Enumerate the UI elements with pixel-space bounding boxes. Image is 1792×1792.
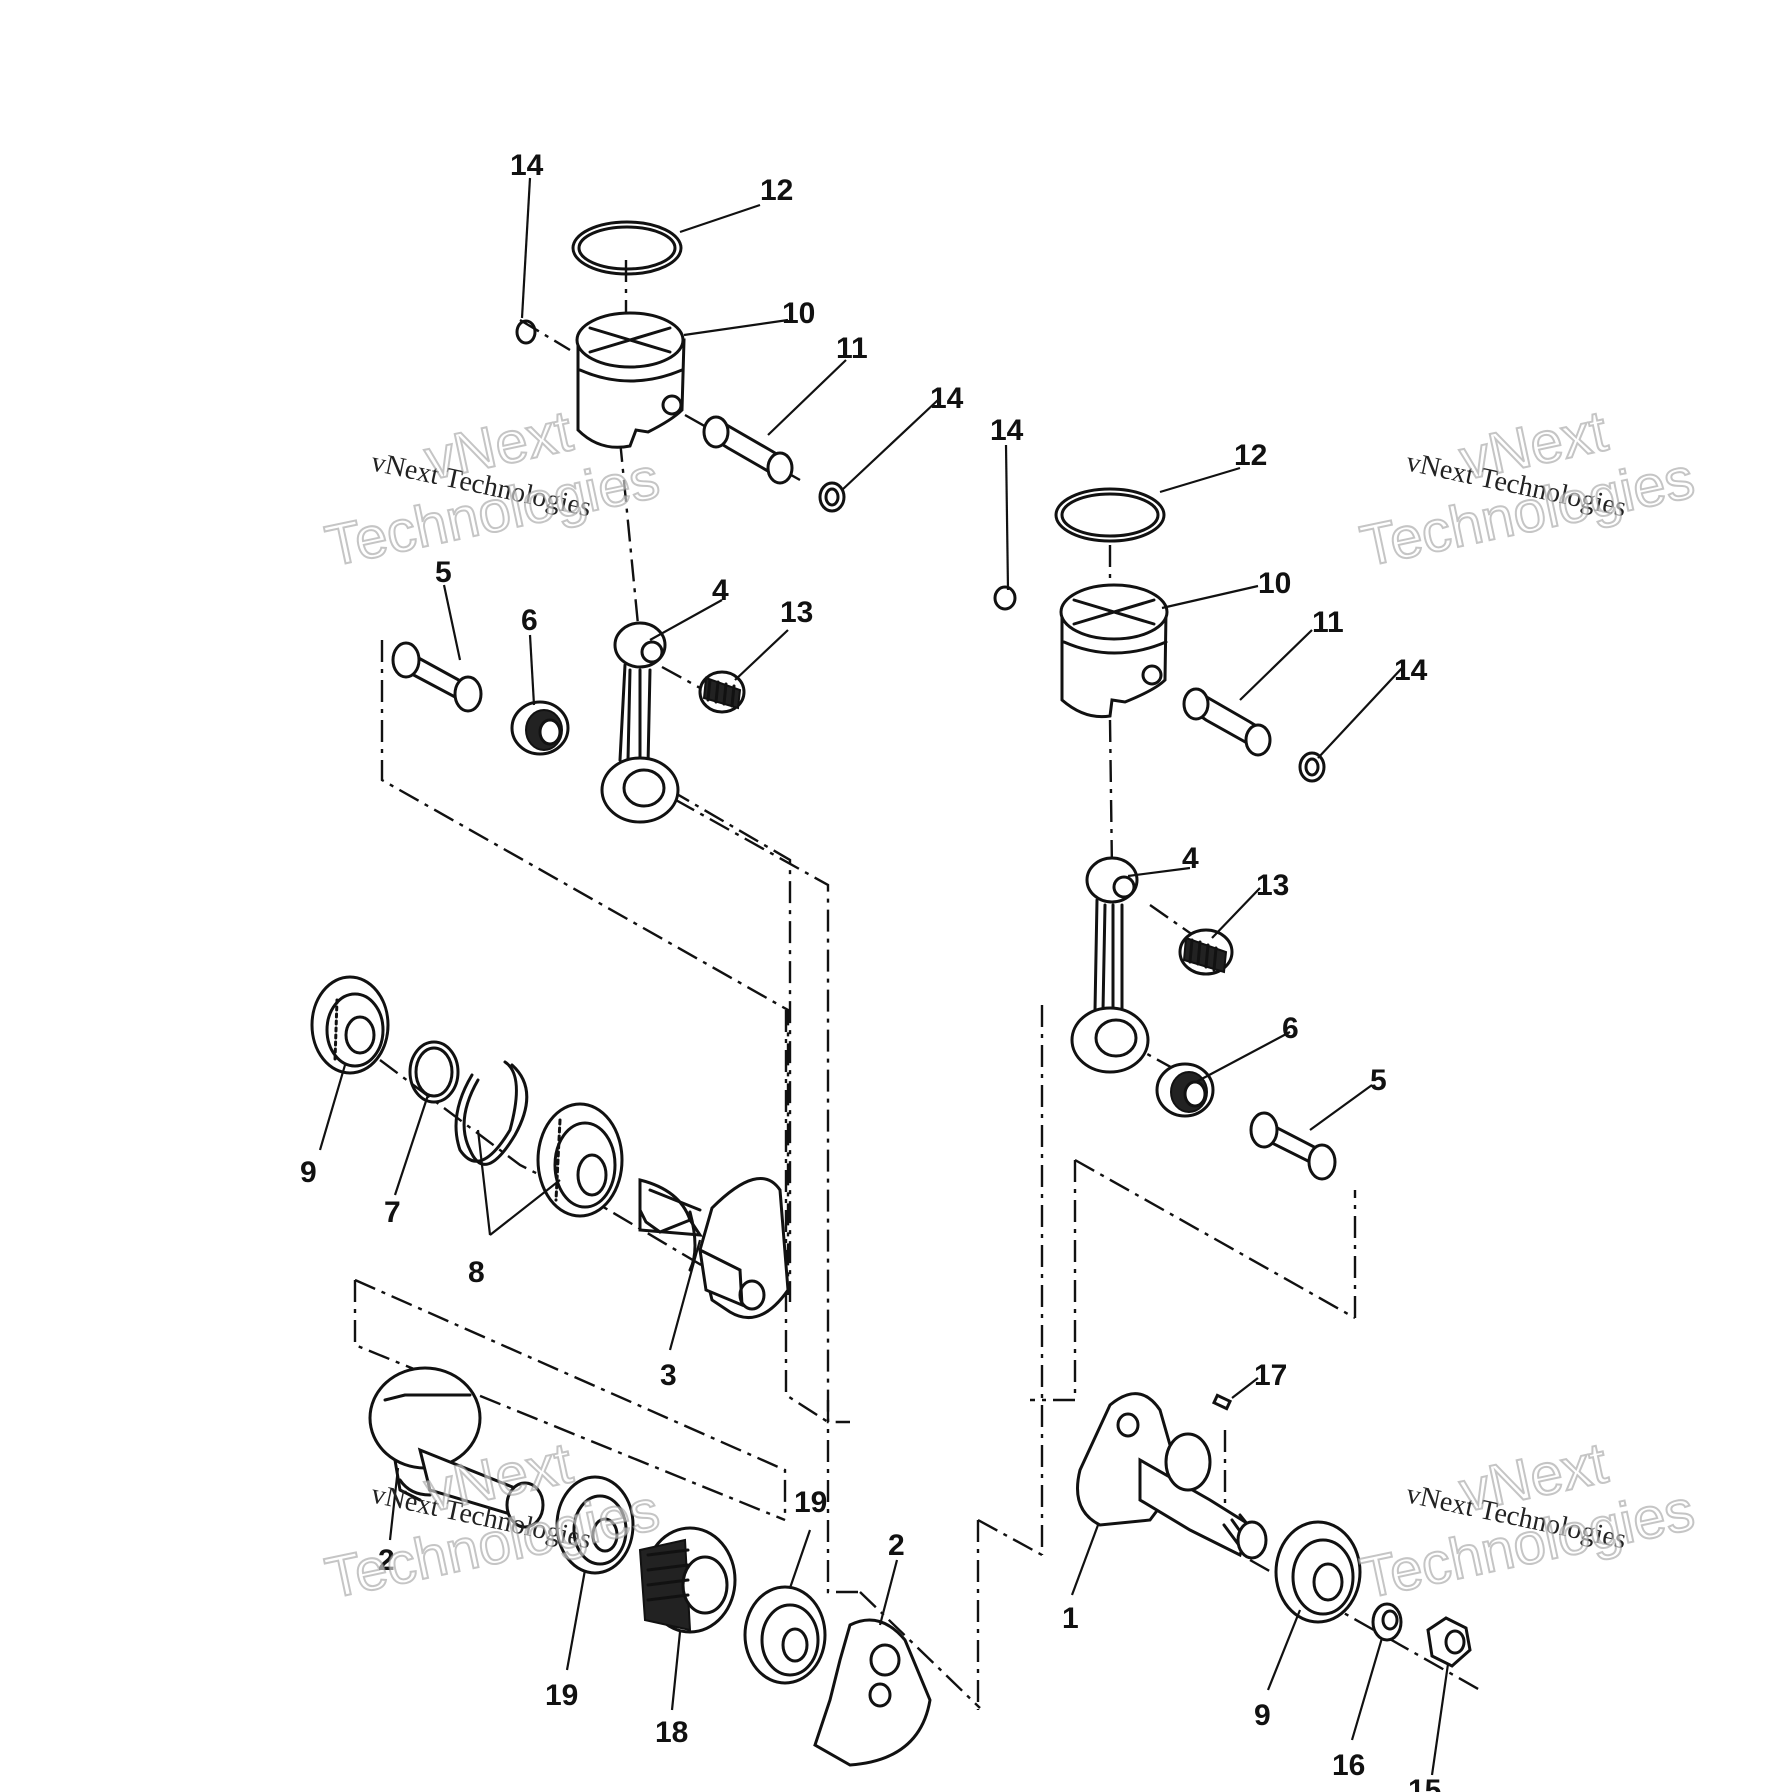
callout-4: 4 <box>1182 842 1199 875</box>
callout-3: 3 <box>660 1359 677 1392</box>
callout-12: 12 <box>1234 439 1267 472</box>
left-connecting-rod <box>600 621 680 824</box>
crank-pin <box>1249 1111 1337 1181</box>
callout-14: 14 <box>1394 654 1428 687</box>
crank-seal <box>638 1526 737 1634</box>
left-crank-bearing-set <box>310 975 624 1218</box>
callout-10: 10 <box>782 297 815 330</box>
left-crank-web <box>638 1176 790 1320</box>
callout-6: 6 <box>1282 1012 1299 1045</box>
right-connecting-rod <box>1070 856 1150 1074</box>
left-crankshaft-half <box>368 1366 545 1529</box>
piston-ring <box>571 220 683 276</box>
left-piston-assembly <box>515 220 846 513</box>
callout-16: 16 <box>1332 1749 1365 1782</box>
wrist-pin <box>1182 687 1272 757</box>
watermark-logo: vNext Technologies <box>1354 1429 1701 1612</box>
small-end-needle-bearing <box>698 670 746 714</box>
leader-lines <box>318 177 1450 1776</box>
callout-13: 13 <box>780 596 813 629</box>
callout-13: 13 <box>1256 869 1289 902</box>
wrist-pin <box>702 415 794 485</box>
snap-ring <box>408 1040 460 1104</box>
callout-2: 2 <box>888 1529 905 1562</box>
callout-14: 14 <box>990 414 1024 447</box>
callout-1: 1 <box>1062 1602 1079 1635</box>
big-end-needle-bearing <box>510 700 570 756</box>
crank-pin <box>391 641 483 713</box>
lock-washer <box>1371 1602 1403 1642</box>
watermark-logo: vNext Technologies <box>319 1429 666 1612</box>
big-end-needle-bearing <box>1155 1062 1215 1118</box>
right-crankshaft <box>1076 1392 1268 1560</box>
woodruff-key <box>1211 1393 1233 1411</box>
watermark-logo: vNext Technologies <box>1354 397 1701 580</box>
center-crank-web <box>813 1618 932 1767</box>
right-piston-assembly <box>993 487 1326 783</box>
callout-19: 19 <box>545 1679 578 1712</box>
callout-6: 6 <box>521 604 538 637</box>
watermarks: vNext Technologies vNext Technologies vN… <box>319 397 1701 1612</box>
callout-9: 9 <box>1254 1699 1271 1732</box>
hex-nut <box>1426 1616 1472 1668</box>
callout-2: 2 <box>378 1544 395 1577</box>
callout-4: 4 <box>712 574 729 607</box>
callout-8: 8 <box>468 1256 485 1289</box>
callout-14: 14 <box>930 382 964 415</box>
callout-5: 5 <box>435 556 452 589</box>
callout-15: 15 <box>1408 1774 1441 1792</box>
callout-12: 12 <box>760 174 793 207</box>
left-shaft-bearing <box>555 1475 635 1575</box>
crank-bearing <box>536 1102 624 1218</box>
callout-10: 10 <box>1258 567 1291 600</box>
callout-9: 9 <box>300 1156 317 1189</box>
circlip <box>515 319 537 345</box>
piston <box>575 311 686 449</box>
right-main-bearing <box>1274 1520 1362 1624</box>
c-ring <box>462 1063 529 1166</box>
callout-11: 11 <box>1312 606 1344 639</box>
callout-numbers: 14 12 10 11 14 5 6 4 13 9 7 8 3 14 12 10… <box>300 149 1441 1792</box>
callout-18: 18 <box>655 1716 688 1749</box>
piston <box>1059 583 1169 719</box>
callout-17: 17 <box>1254 1359 1287 1392</box>
small-end-needle-bearing <box>1178 928 1234 976</box>
center-shaft-bearing <box>743 1585 827 1685</box>
callout-14: 14 <box>510 149 544 182</box>
callout-19: 19 <box>794 1486 827 1519</box>
callout-7: 7 <box>384 1196 401 1229</box>
callout-11: 11 <box>836 332 868 365</box>
callout-5: 5 <box>1370 1064 1387 1097</box>
